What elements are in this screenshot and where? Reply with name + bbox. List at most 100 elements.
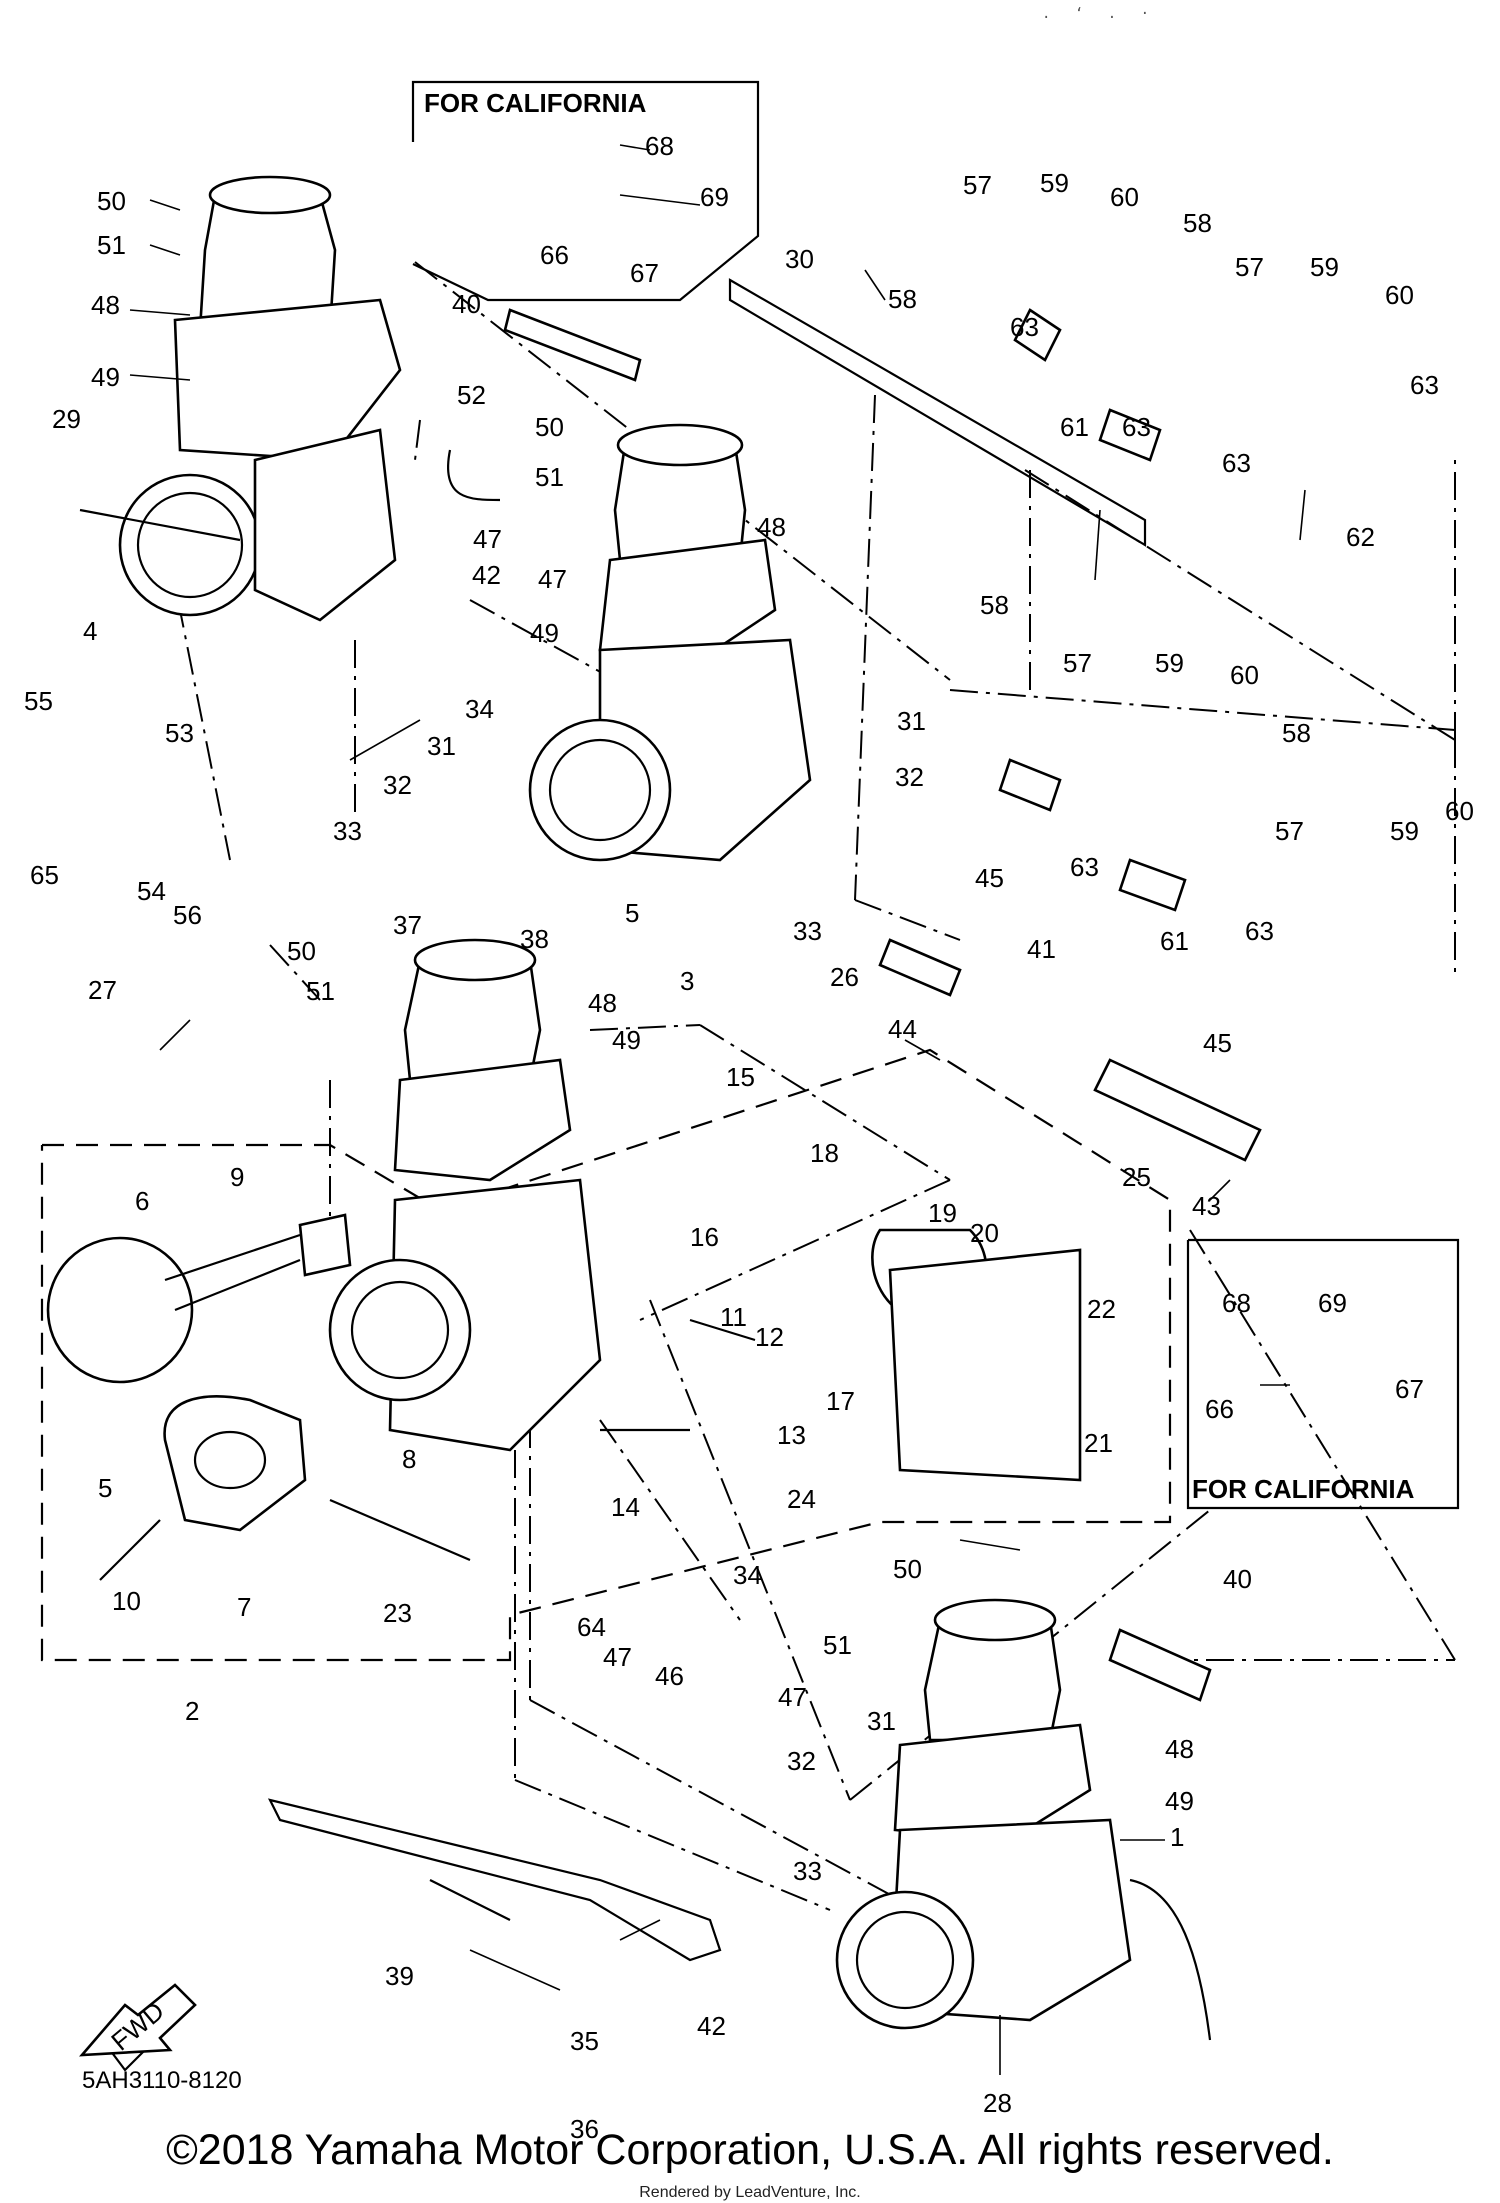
callout-number: 2	[185, 1696, 199, 1726]
callout-number: 39	[385, 1961, 414, 1991]
callout-number: 49	[1165, 1786, 1194, 1816]
callout-number: 12	[755, 1322, 784, 1352]
callout-number: 6	[135, 1186, 149, 1216]
callout-number: 31	[427, 731, 456, 761]
callout-number: 63	[1010, 312, 1039, 342]
callout-number: 58	[1183, 208, 1212, 238]
callout-number: 32	[383, 770, 412, 800]
callout-number: 67	[1395, 1374, 1424, 1404]
callout-number: 24	[787, 1484, 816, 1514]
callout-number: 51	[306, 976, 335, 1006]
callout-number: 57	[963, 170, 992, 200]
callout-number: 50	[535, 412, 564, 442]
callout-number: 55	[24, 686, 53, 716]
corner-marks: . ‘ . ·	[1042, 6, 1158, 22]
callout-number: 60	[1385, 280, 1414, 310]
callout-number: 56	[173, 900, 202, 930]
callout-number: 60	[1230, 660, 1259, 690]
callout-number: 33	[793, 1856, 822, 1886]
callout-number: 32	[895, 762, 924, 792]
callout-number: 59	[1040, 168, 1069, 198]
callout-number: 4	[83, 616, 97, 646]
callout-number: 45	[975, 863, 1004, 893]
callout-number: 50	[97, 186, 126, 216]
callout-number: 50	[893, 1554, 922, 1584]
callout-number: 60	[1445, 796, 1474, 826]
callout-number: 68	[1222, 1288, 1251, 1318]
callout-number: 44	[888, 1014, 917, 1044]
callout-number: 64	[577, 1612, 606, 1642]
callout-number: 14	[611, 1492, 640, 1522]
callout-number: 47	[603, 1642, 632, 1672]
callout-number: 21	[1084, 1428, 1113, 1458]
callout-number: 61	[1060, 412, 1089, 442]
callout-number: 3	[680, 966, 694, 996]
callout-number: 49	[91, 362, 120, 392]
callout-number: 63	[1070, 852, 1099, 882]
callout-number: 48	[757, 512, 786, 542]
callout-number: 36	[570, 2114, 599, 2144]
callout-number: 11	[720, 1302, 747, 1332]
callout-number: 29	[52, 404, 81, 434]
callout-number: 51	[97, 230, 126, 260]
callout-number: 42	[472, 560, 501, 590]
callout-number: 51	[823, 1630, 852, 1660]
callout-number: 48	[588, 988, 617, 1018]
callout-number: 49	[612, 1025, 641, 1055]
callout-number: 69	[700, 182, 729, 212]
callout-number: 20	[970, 1218, 999, 1248]
callout-number: 38	[520, 924, 549, 954]
callout-number: 63	[1410, 370, 1439, 400]
callout-number: 68	[645, 131, 674, 161]
rendered-by-notice: Rendered by LeadVenture, Inc.	[639, 2184, 861, 2201]
callout-number: 63	[1245, 916, 1274, 946]
subassembly-box	[40, 1048, 1172, 1662]
callout-number: 42	[697, 2011, 726, 2041]
callout-number: 57	[1063, 648, 1092, 678]
callout-number: 40	[452, 289, 481, 319]
california-label-right: FOR CALIFORNIA	[1192, 1474, 1415, 1504]
callout-number: 67	[630, 258, 659, 288]
carburetor-top-middle	[528, 423, 812, 862]
callout-number: 57	[1275, 816, 1304, 846]
callout-number: 5	[98, 1473, 112, 1503]
callout-number: 58	[888, 284, 917, 314]
callout-number: 31	[897, 706, 926, 736]
callout-number: 41	[1027, 934, 1056, 964]
carburetor-middle-left	[328, 938, 602, 1452]
callout-numbers: 1 2 3 4 5 5 6 7 8 9 10 11 12 13 14 15 16…	[24, 131, 1474, 2144]
callout-number: 33	[793, 916, 822, 946]
callout-number: 26	[830, 962, 859, 992]
callout-number: 17	[826, 1386, 855, 1416]
callout-number: 65	[30, 860, 59, 890]
callout-number: 34	[733, 1560, 762, 1590]
callout-number: 46	[655, 1661, 684, 1691]
callout-number: 48	[1165, 1734, 1194, 1764]
copyright-notice: ©2018 Yamaha Motor Corporation, U.S.A. A…	[166, 2126, 1334, 2174]
callout-number: 43	[1192, 1191, 1221, 1221]
callout-number: 8	[402, 1444, 416, 1474]
callout-number: 37	[393, 910, 422, 940]
callout-number: 30	[785, 244, 814, 274]
callout-number: 54	[137, 876, 166, 906]
callout-number: 15	[726, 1062, 755, 1092]
callout-number: 47	[473, 524, 502, 554]
callout-number: 59	[1155, 648, 1184, 678]
callout-number: 58	[980, 590, 1009, 620]
callout-number: 48	[91, 290, 120, 320]
callout-number: 23	[383, 1598, 412, 1628]
california-box-right: FOR CALIFORNIA	[1186, 1238, 1460, 1510]
callout-number: 69	[1318, 1288, 1347, 1318]
callout-number: 47	[538, 564, 567, 594]
callout-number: 52	[457, 380, 486, 410]
callout-number: 27	[88, 975, 117, 1005]
carburetor-bottom-right	[835, 1598, 1212, 2041]
callout-number: 53	[165, 718, 194, 748]
callout-number: 18	[810, 1138, 839, 1168]
callout-number: 61	[1160, 926, 1189, 956]
linkage-and-hoses	[108, 278, 1262, 2072]
callout-number: 60	[1110, 182, 1139, 212]
callout-number: 63	[1122, 412, 1151, 442]
callout-number: 50	[287, 936, 316, 966]
